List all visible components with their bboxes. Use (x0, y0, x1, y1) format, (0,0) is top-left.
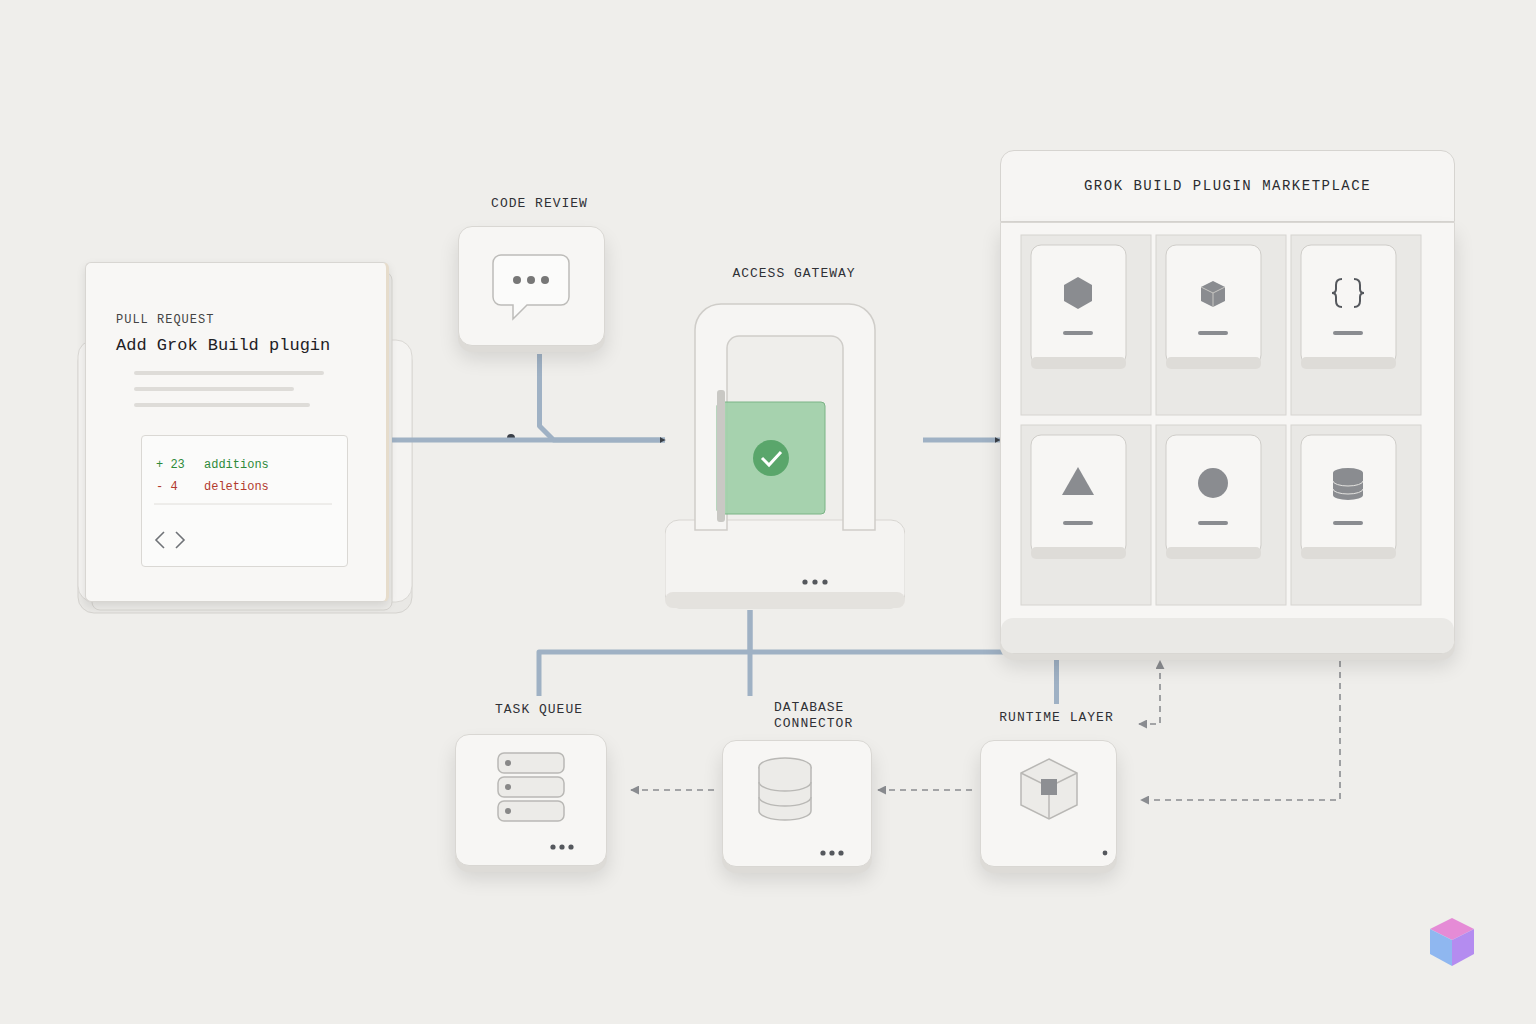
diff-count: + 23 (156, 458, 185, 472)
icon-art (456, 735, 606, 865)
node-label: DATABASE CONNECTOR (774, 700, 874, 732)
diff-count: - 4 (156, 480, 178, 494)
watermark-cube (1430, 918, 1474, 966)
node-label: RUNTIME LAYER (999, 710, 1113, 726)
node: DATABASE CONNECTOR (722, 700, 870, 867)
pipe-connector (923, 438, 1000, 443)
icon-art (723, 741, 871, 866)
icon-art (665, 292, 905, 610)
node: CODE REVIEW (458, 196, 621, 346)
pipe-connector (539, 610, 750, 696)
node-label: TASK QUEUE (495, 702, 583, 718)
process-box (722, 740, 872, 867)
icon-art (459, 227, 604, 345)
diff-label: deletions (204, 480, 269, 494)
process-box (980, 740, 1117, 867)
pipe-connector (540, 354, 666, 440)
node-label: CODE REVIEW (491, 196, 588, 212)
process-box (458, 226, 605, 346)
card-title: Add Grok Build plugin (116, 335, 366, 357)
node: RUNTIME LAYER (980, 710, 1133, 867)
node-label: ACCESS GATEWAY (732, 266, 855, 282)
pipe-connector (750, 652, 1057, 704)
dashed-connector (631, 789, 714, 791)
dashed-connector (878, 789, 972, 791)
icon-art (142, 436, 347, 566)
shelf-frame (1000, 222, 1455, 654)
card-kicker: PULL REQUEST (116, 313, 214, 327)
node: TASK QUEUE (455, 702, 623, 866)
diff-box: + 23 additions - 4 deletions (141, 435, 348, 567)
document-card: PULL REQUEST Add Grok Build plugin + 23 add… (85, 262, 389, 602)
diff-label: additions (204, 458, 269, 472)
process-box (455, 734, 607, 866)
process-box (665, 292, 905, 610)
shelf-title: GROK BUILD PLUGIN MARKETPLACE (1084, 178, 1371, 194)
node: ACCESS GATEWAY (665, 266, 923, 610)
shelf-header: GROK BUILD PLUGIN MARKETPLACE (1000, 150, 1455, 222)
icon-art (1001, 223, 1454, 653)
icon-art (981, 741, 1116, 866)
dashed-connector (1139, 661, 1160, 724)
marketplace-shelf: GROK BUILD PLUGIN MARKETPLACE (1000, 150, 1455, 655)
dashed-connector (1141, 661, 1340, 800)
